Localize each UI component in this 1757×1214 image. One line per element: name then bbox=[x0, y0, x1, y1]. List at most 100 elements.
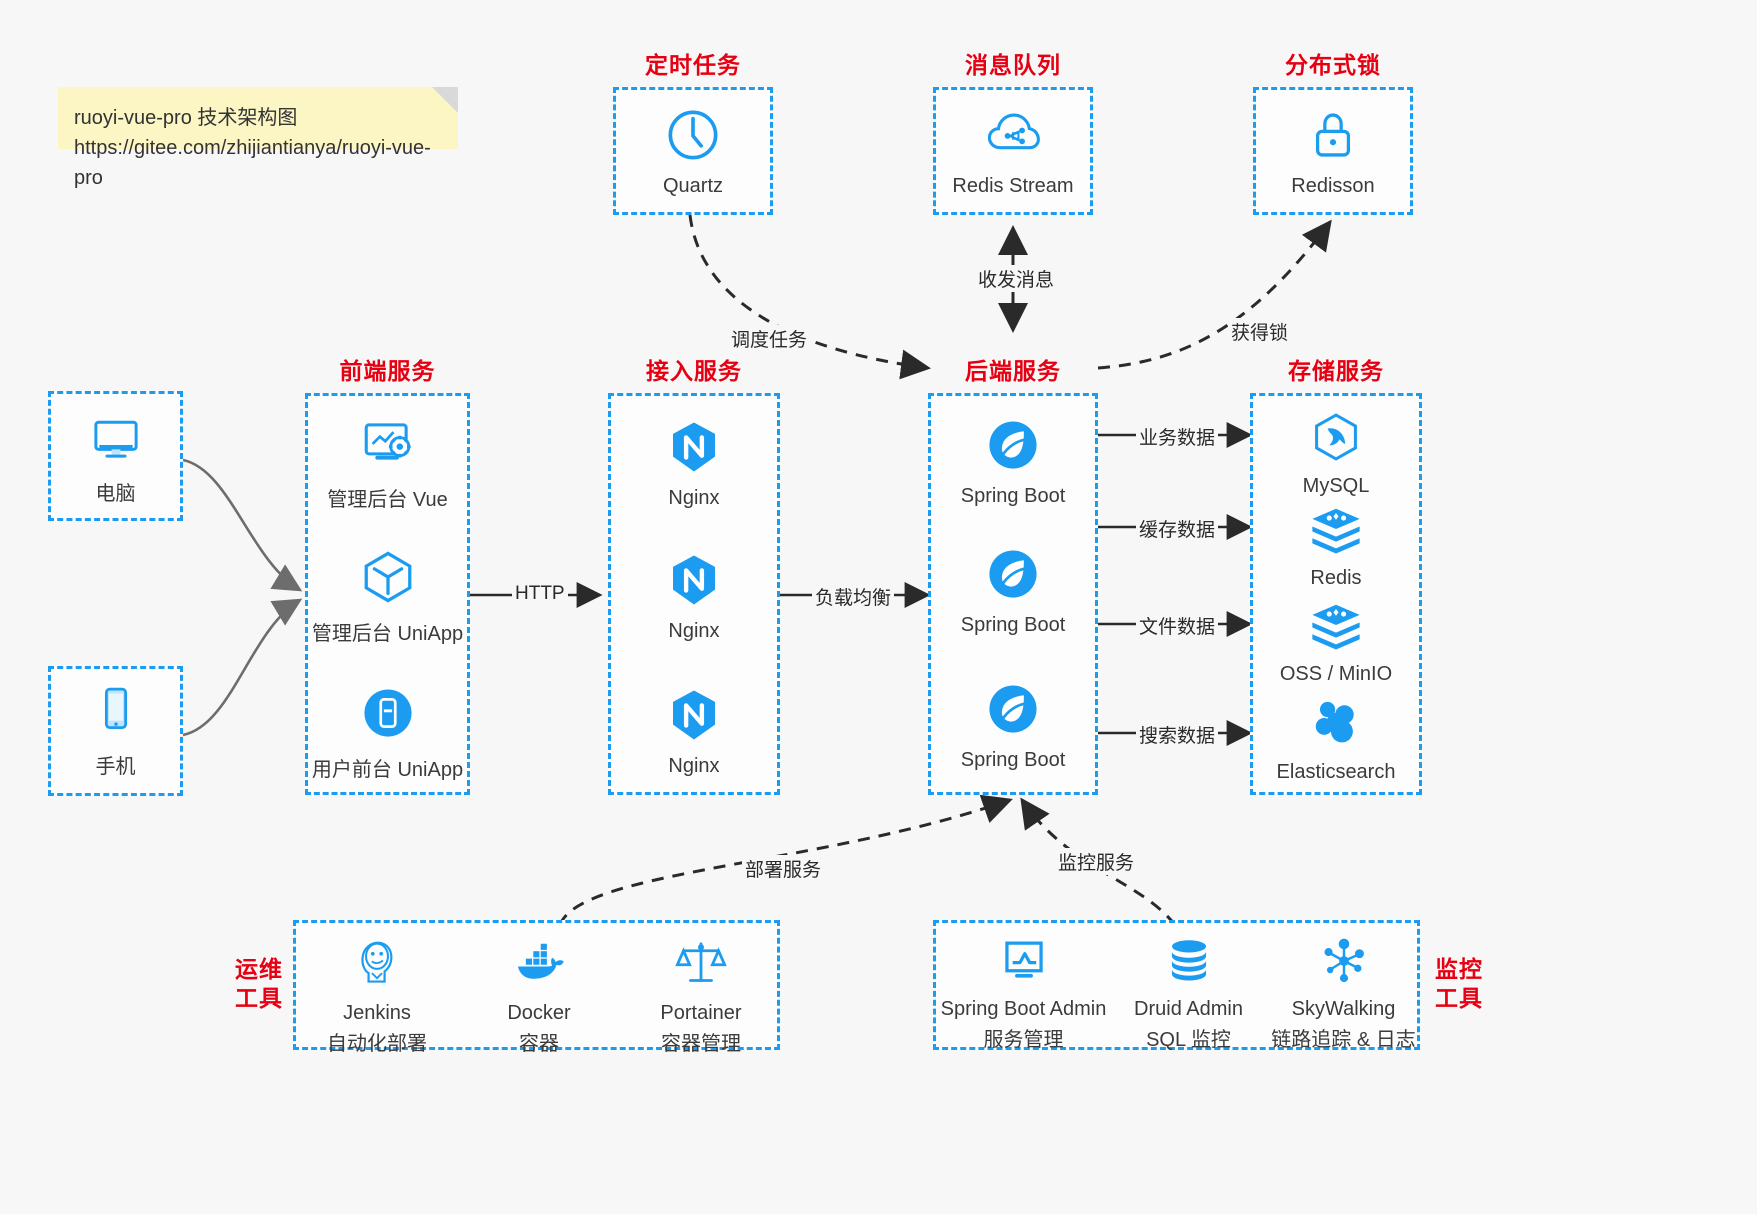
group-box-mq: Redis Stream bbox=[933, 87, 1093, 215]
nginx-icon bbox=[611, 418, 777, 481]
desktop-icon bbox=[51, 410, 180, 471]
node-desc: 服务管理 bbox=[983, 1029, 1064, 1051]
edge-label-monitor-service: 监控服务 bbox=[1055, 848, 1138, 875]
node-label: Portainer bbox=[660, 1002, 742, 1024]
node-desktop[interactable]: 电脑 bbox=[51, 410, 180, 506]
nginx-icon bbox=[611, 686, 777, 749]
node-spring-boot-2[interactable]: Spring Boot bbox=[931, 545, 1095, 637]
node-user-uniapp[interactable]: 用户前台 UniApp bbox=[308, 684, 467, 782]
node-redis[interactable]: Redis bbox=[1253, 502, 1419, 590]
cloud-stream-icon bbox=[936, 106, 1090, 169]
cube-icon bbox=[308, 548, 467, 611]
node-label: 手机 bbox=[95, 756, 136, 778]
node-mysql[interactable]: MySQL bbox=[1253, 410, 1419, 498]
node-redisson[interactable]: Redisson bbox=[1256, 106, 1410, 198]
group-box-monitor: Spring Boot Admin 服务管理 Druid Admin bbox=[933, 920, 1421, 1052]
node-quartz[interactable]: Quartz bbox=[616, 106, 770, 198]
node-jenkins[interactable]: Jenkins 自动化部署 bbox=[296, 935, 458, 1056]
node-desc: 容器管理 bbox=[661, 1033, 741, 1055]
node-redis-stream[interactable]: Redis Stream bbox=[936, 106, 1090, 198]
node-label: Spring Boot bbox=[960, 749, 1066, 771]
database-icon bbox=[1111, 935, 1266, 992]
elasticsearch-icon bbox=[1253, 696, 1419, 755]
group-label-devops: 运维 工具 bbox=[228, 955, 290, 1013]
edge-label-search-data: 搜索数据 bbox=[1136, 721, 1219, 748]
spring-leaf-icon bbox=[931, 545, 1095, 608]
node-admin-uniapp[interactable]: 管理后台 UniApp bbox=[308, 548, 467, 646]
edge-label-deploy-service: 部署服务 bbox=[742, 855, 825, 882]
admin-dashboard-icon bbox=[308, 414, 467, 477]
group-label-storage: 存储服务 bbox=[1288, 358, 1384, 384]
node-nginx-1[interactable]: Nginx bbox=[611, 418, 777, 510]
node-label: Druid Admin bbox=[1134, 998, 1243, 1020]
group-label-backend: 后端服务 bbox=[965, 358, 1061, 384]
node-desc: 自动化部署 bbox=[327, 1033, 427, 1055]
spring-leaf-icon bbox=[931, 416, 1095, 479]
edge-label-acquire-lock: 获得锁 bbox=[1228, 318, 1292, 345]
group-label-frontend: 前端服务 bbox=[339, 358, 436, 384]
node-spring-boot-admin[interactable]: Spring Boot Admin 服务管理 bbox=[936, 935, 1111, 1052]
group-label-monitor: 监控 工具 bbox=[1428, 955, 1490, 1013]
node-label: Nginx bbox=[668, 755, 720, 777]
edge-label-http: HTTP bbox=[512, 583, 568, 605]
node-portainer[interactable]: Portainer 容器管理 bbox=[620, 935, 782, 1056]
group-label-devops-line1: 运维 bbox=[235, 956, 283, 982]
mysql-icon bbox=[1253, 410, 1419, 469]
client-box-desktop: 电脑 bbox=[48, 391, 183, 521]
jenkins-icon bbox=[296, 935, 458, 996]
diagram-note: ruoyi-vue-pro 技术架构图 https://gitee.com/zh… bbox=[58, 87, 458, 189]
node-label: 电脑 bbox=[95, 483, 136, 505]
node-label: 管理后台 UniApp bbox=[311, 623, 464, 645]
group-box-devops: Jenkins 自动化部署 Docker 容器 bbox=[293, 920, 780, 1055]
group-label-mq: 消息队列 bbox=[965, 52, 1061, 78]
node-label: Elasticsearch bbox=[1276, 761, 1396, 783]
edge-label-cache-data: 缓存数据 bbox=[1136, 515, 1219, 542]
node-mobile[interactable]: 手机 bbox=[51, 683, 180, 779]
node-label: Redis bbox=[1310, 567, 1362, 589]
group-label-scheduler: 定时任务 bbox=[645, 52, 741, 78]
node-docker[interactable]: Docker 容器 bbox=[458, 935, 620, 1056]
node-spring-boot-1[interactable]: Spring Boot bbox=[931, 416, 1095, 508]
redis-icon bbox=[1253, 502, 1419, 561]
node-nginx-3[interactable]: Nginx bbox=[611, 686, 777, 778]
node-label: SkyWalking bbox=[1291, 998, 1396, 1020]
edge-label-load-balance: 负载均衡 bbox=[812, 583, 895, 610]
spring-leaf-icon bbox=[931, 680, 1095, 743]
node-label: MySQL bbox=[1302, 475, 1370, 497]
group-box-frontend: 管理后台 Vue 管理后台 UniApp 用户前台 UniApp bbox=[305, 393, 470, 795]
node-admin-vue[interactable]: 管理后台 Vue bbox=[308, 414, 467, 512]
lock-icon bbox=[1256, 106, 1410, 169]
group-box-storage: MySQL Redis bbox=[1250, 393, 1422, 795]
node-label: 管理后台 Vue bbox=[327, 489, 448, 511]
clock-icon bbox=[616, 106, 770, 169]
node-label: Nginx bbox=[668, 487, 720, 509]
node-oss-minio[interactable]: OSS / MinIO bbox=[1253, 598, 1419, 686]
node-nginx-2[interactable]: Nginx bbox=[611, 551, 777, 643]
node-label: Spring Boot bbox=[960, 485, 1066, 507]
edge-label-schedule-task: 调度任务 bbox=[728, 325, 811, 352]
scales-icon bbox=[620, 935, 782, 996]
node-label: Jenkins bbox=[343, 1002, 411, 1024]
group-box-backend: Spring Boot Spring Boot Spring Boot bbox=[928, 393, 1098, 795]
edge-label-file-data: 文件数据 bbox=[1136, 612, 1219, 639]
note-fold-icon bbox=[432, 87, 458, 113]
node-spring-boot-3[interactable]: Spring Boot bbox=[931, 680, 1095, 772]
node-label: Nginx bbox=[668, 620, 720, 642]
node-label: 用户前台 UniApp bbox=[311, 759, 464, 781]
group-label-devops-line2: 工具 bbox=[235, 984, 283, 1011]
node-label: OSS / MinIO bbox=[1279, 663, 1393, 685]
node-druid-admin[interactable]: Druid Admin SQL 监控 bbox=[1111, 935, 1266, 1052]
node-desc: 容器 bbox=[519, 1033, 559, 1055]
node-elasticsearch[interactable]: Elasticsearch bbox=[1253, 696, 1419, 784]
docker-icon bbox=[458, 935, 620, 996]
node-label: Quartz bbox=[662, 175, 724, 197]
node-label: Spring Boot Admin bbox=[940, 998, 1107, 1020]
node-label: Redis Stream bbox=[952, 175, 1074, 197]
group-label-monitor-line1: 监控 bbox=[1435, 956, 1483, 982]
node-desc: 链路追踪 & 日志 bbox=[1271, 1029, 1416, 1051]
node-label: Spring Boot bbox=[960, 614, 1066, 636]
skywalking-icon bbox=[1266, 935, 1421, 992]
group-label-lock: 分布式锁 bbox=[1285, 52, 1381, 78]
node-skywalking[interactable]: SkyWalking 链路追踪 & 日志 bbox=[1266, 935, 1421, 1052]
group-box-gateway: Nginx Nginx Nginx bbox=[608, 393, 780, 795]
